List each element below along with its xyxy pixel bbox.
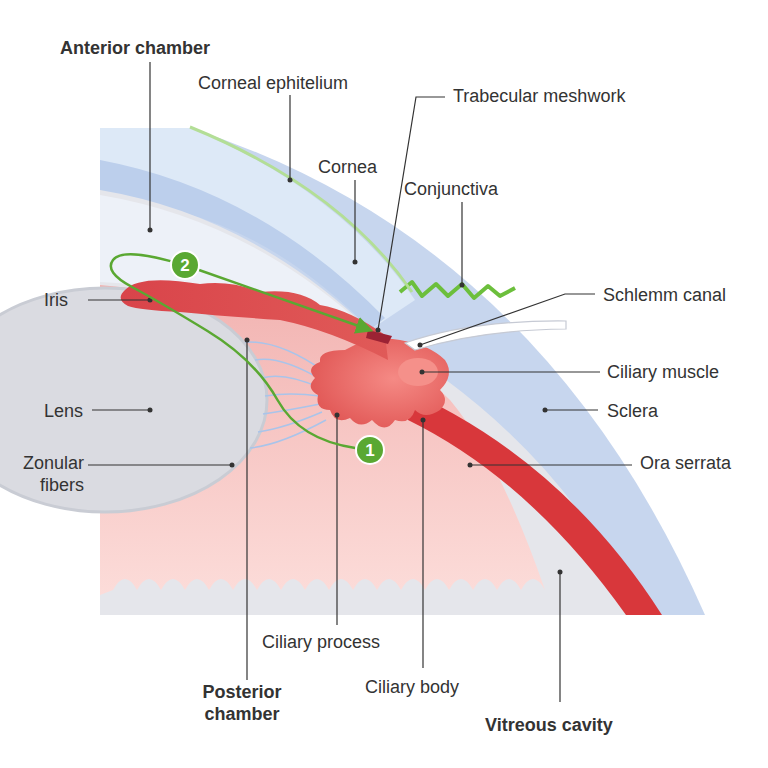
part-label: Anterior chamber xyxy=(60,37,210,59)
choroid xyxy=(395,385,662,615)
schlemm-canal xyxy=(405,321,566,350)
part-label: Conjunctiva xyxy=(404,178,498,200)
part-label: Ciliary body xyxy=(365,676,459,698)
part-label: Ciliary muscle xyxy=(607,361,719,383)
zonular-fibers xyxy=(245,342,326,448)
lens xyxy=(0,288,267,512)
callout-circle: 1 xyxy=(355,435,385,465)
iris xyxy=(121,280,388,360)
callout-number: 2 xyxy=(180,257,189,274)
part-label: Posterior chamber xyxy=(190,681,294,725)
leader-dots xyxy=(148,178,563,575)
part-label: Lens xyxy=(44,400,83,422)
callout-circle: 2 xyxy=(170,250,200,280)
corneal-epithelium xyxy=(190,127,412,292)
part-label: Schlemm canal xyxy=(603,284,726,306)
part-label: Vitreous cavity xyxy=(485,714,613,736)
part-label: Iris xyxy=(44,289,68,311)
part-label: Ora serrata xyxy=(640,452,731,474)
part-label: Ciliary process xyxy=(262,631,380,653)
callout-number: 1 xyxy=(365,442,374,459)
aqueous-flow-outlet xyxy=(199,270,370,330)
part-label: Trabecular meshwork xyxy=(453,85,625,107)
aqueous-flow-path xyxy=(111,254,355,448)
part-label: Zonular fibers xyxy=(2,452,84,496)
part-label: Sclera xyxy=(607,400,658,422)
part-label: Corneal ephitelium xyxy=(198,72,348,94)
conjunctiva xyxy=(400,282,515,298)
leader-lines xyxy=(88,62,632,702)
part-label: Cornea xyxy=(318,156,377,178)
